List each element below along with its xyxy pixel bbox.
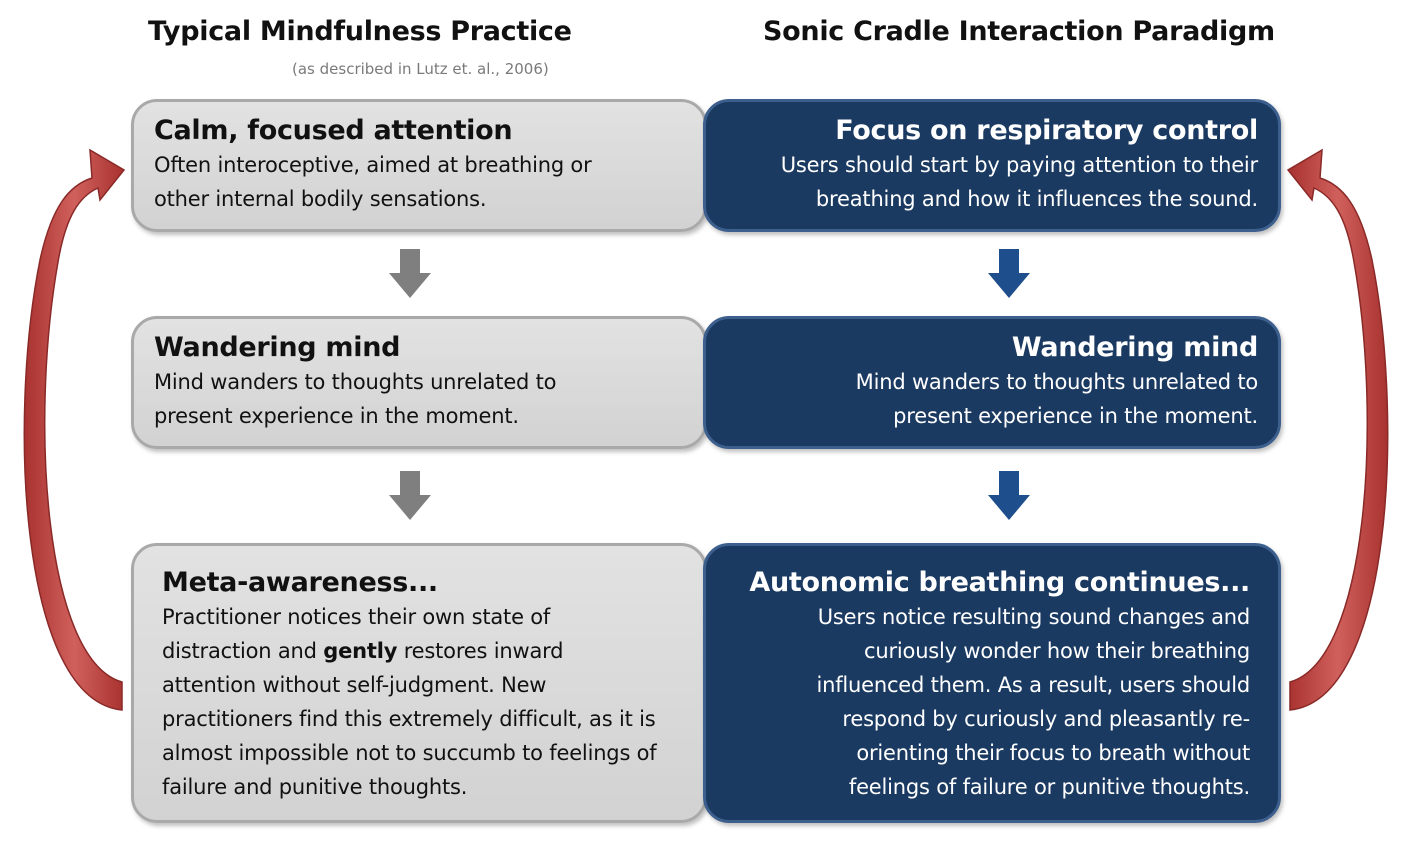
right-column-heading: Sonic Cradle Interaction Paradigm <box>763 16 1275 47</box>
left-down-arrow-2 <box>389 471 431 520</box>
left-column-citation: (as described in Lutz et. al., 2006) <box>292 60 549 78</box>
left-step1-title: Calm, focused attention <box>154 115 513 146</box>
right-step1-title: Focus on respiratory control <box>835 115 1258 146</box>
left-column-heading: Typical Mindfulness Practice <box>148 16 572 47</box>
left-step2-description: Mind wanders to thoughts unrelated to pr… <box>154 370 557 428</box>
right-step3-title: Autonomic breathing continues... <box>749 567 1250 598</box>
left-step-wandering-mind: Wandering mind Mind wanders to thoughts … <box>131 316 707 449</box>
right-down-arrow-1 <box>988 249 1030 298</box>
left-step3-description: Practitioner notices their own state of … <box>162 600 662 804</box>
left-step3-desc-part2: restores inward attention without self-j… <box>162 639 657 799</box>
right-down-arrow-2 <box>988 471 1030 520</box>
left-step3-desc-part1: Practitioner notices their own state of … <box>162 605 551 663</box>
right-step2-title: Wandering mind <box>1011 332 1258 363</box>
left-step2-title: Wandering mind <box>154 332 401 363</box>
left-step-focused-attention: Calm, focused attention Often interocept… <box>131 99 707 232</box>
right-step3-description: Users notice resulting sound changes and… <box>816 605 1250 799</box>
right-step2-description: Mind wanders to thoughts unrelated to pr… <box>855 370 1259 428</box>
right-step-respiratory-control: Focus on respiratory control Users shoul… <box>703 99 1281 232</box>
left-step1-description: Often interoceptive, aimed at breathing … <box>154 153 592 211</box>
right-step-wandering-mind: Wandering mind Mind wanders to thoughts … <box>703 316 1281 449</box>
left-step3-title: Meta-awareness... <box>162 567 438 598</box>
right-step-autonomic-breathing: Autonomic breathing continues... Users n… <box>703 543 1281 823</box>
left-step-meta-awareness: Meta-awareness... Practitioner notices t… <box>131 543 707 823</box>
left-down-arrow-1 <box>389 249 431 298</box>
right-step1-description: Users should start by paying attention t… <box>780 153 1258 211</box>
left-step3-desc-bold: gently <box>323 639 398 663</box>
